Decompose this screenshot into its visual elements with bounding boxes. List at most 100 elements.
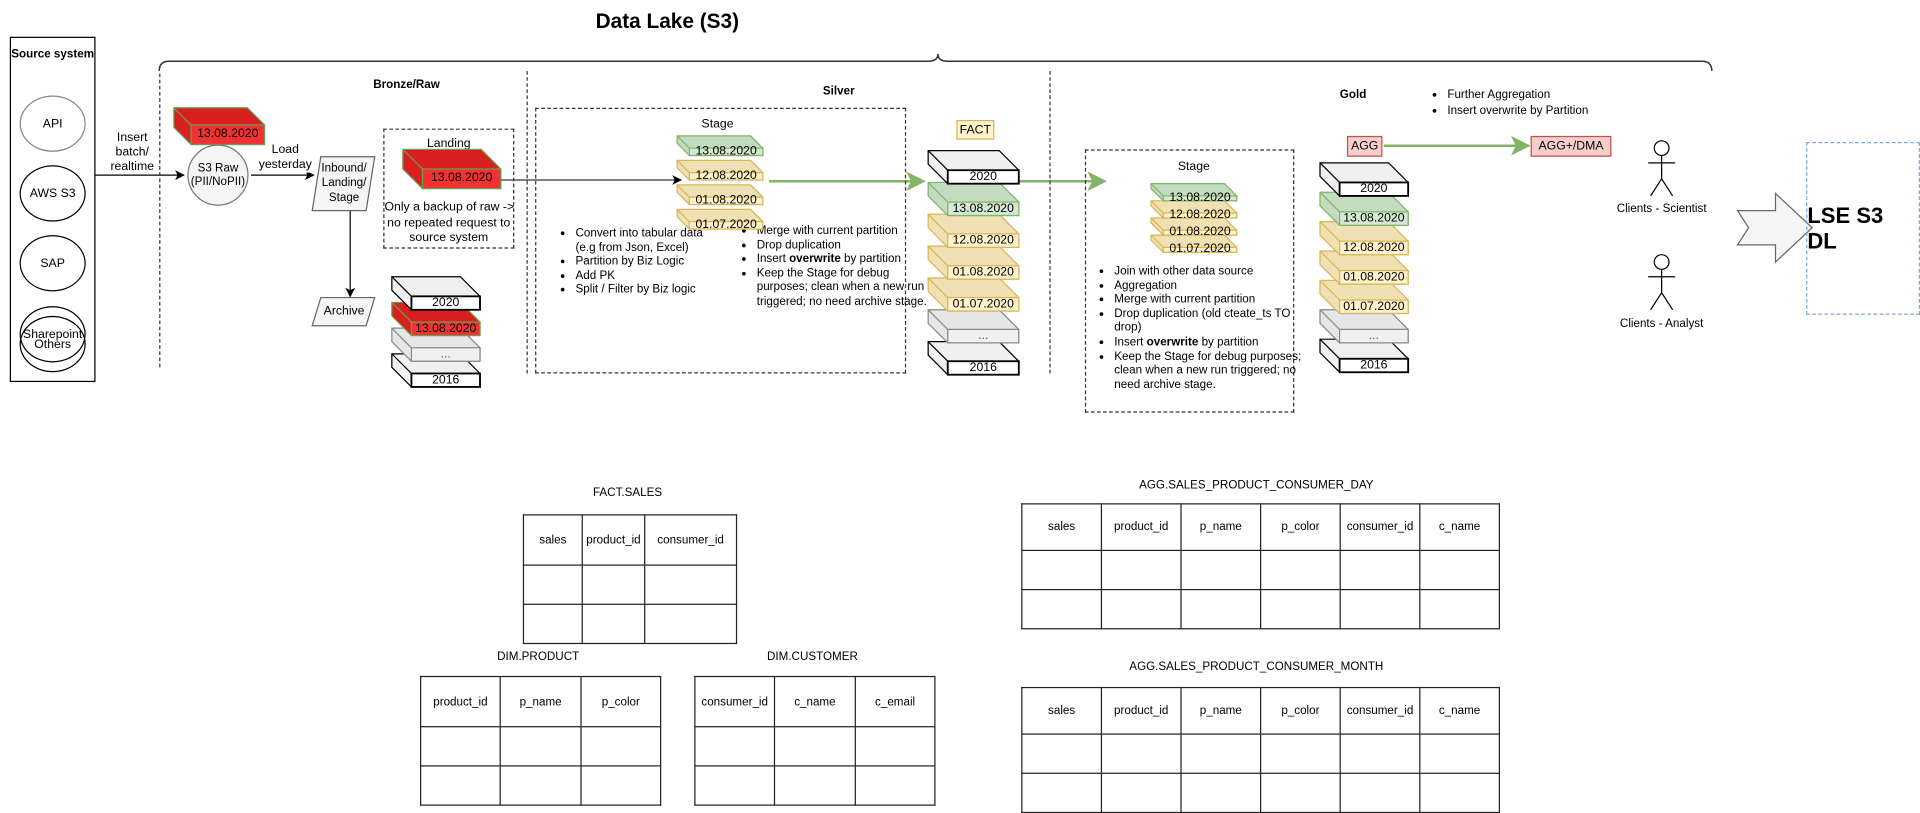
table-title: FACT.SALES: [592, 486, 663, 500]
partition-cube[interactable]: ...: [1319, 309, 1409, 344]
bullet-item: Drop duplication (old cteate_ts TO drop): [1114, 307, 1310, 335]
s3-raw-node[interactable]: S3 Raw(PII/NoPII): [187, 144, 249, 206]
bullet-item: Add PK: [576, 269, 723, 283]
bullet-item: Convert into tabular data (e.g from Json…: [576, 227, 723, 255]
agg-label[interactable]: AGG: [1346, 135, 1383, 157]
gold-stage-box: [1084, 149, 1295, 413]
partition-cube[interactable]: 01.08.2020: [927, 245, 1020, 280]
partition-cube[interactable]: 13.08.2020: [676, 135, 764, 158]
source-sap[interactable]: SAP: [19, 235, 86, 292]
table-title: AGG.SALES_PRODUCT_CONSUMER_MONTH: [1129, 660, 1384, 674]
source-api[interactable]: API: [19, 95, 86, 152]
column-header: p_name: [499, 675, 582, 728]
partition-cube[interactable]: 2016: [1319, 338, 1410, 374]
edge-text: batch/: [115, 145, 149, 160]
table-cell: [1260, 733, 1341, 774]
partition-cube[interactable]: 2016: [391, 353, 481, 388]
partition-label: 13.08.2020: [197, 127, 259, 141]
cube-shape: [391, 327, 481, 362]
cube-shape: [391, 353, 481, 388]
fact-label[interactable]: FACT: [956, 120, 995, 140]
cube-shape: [927, 213, 1020, 248]
source-aws-s3[interactable]: AWS S3: [19, 165, 86, 222]
partition-cube[interactable]: 13.08.2020: [391, 301, 481, 337]
partition-label: 2016: [432, 372, 460, 387]
edge-text: Insert: [116, 131, 148, 145]
table-cell: [1100, 588, 1182, 630]
cube-shape: [1319, 338, 1410, 374]
silver-bullets-right: Merge with current partitionDrop duplica…: [740, 224, 929, 308]
bullet-text: Merge with current partition: [756, 224, 898, 238]
partition-cube[interactable]: 01.07.2020: [1150, 234, 1238, 255]
bullet-text: Join with other data source: [1114, 264, 1254, 278]
column-header: product_id: [420, 675, 501, 728]
partition-label: 01.08.2020: [695, 193, 757, 207]
partition-label: 13.08.2020: [1169, 191, 1231, 205]
partition-cube[interactable]: ...: [927, 309, 1020, 344]
client-analyst-label: Clients - Analyst: [1619, 317, 1704, 331]
bullet-item: Partition by Biz Logic: [576, 255, 723, 269]
cube-shape: [927, 309, 1020, 344]
table-cell: [1021, 772, 1103, 813]
partition-label: 13.08.2020: [1343, 211, 1405, 225]
agg-dma-label[interactable]: AGG+/DMA: [1530, 135, 1612, 157]
raw-partition-cube[interactable]: 13.08.2020: [173, 107, 266, 146]
partition-cube[interactable]: 01.08.2020: [676, 184, 764, 207]
partition-cube[interactable]: 13.08.2020: [1150, 183, 1238, 205]
partition-cube[interactable]: 13.08.2020: [927, 181, 1020, 217]
cube-shape: [676, 159, 764, 181]
inbound-label: Inbound/Landing/Stage: [316, 162, 372, 206]
column-header: product_id: [1100, 686, 1182, 735]
partition-label: 12.08.2020: [1343, 240, 1405, 255]
partition-cube[interactable]: 2020: [391, 276, 481, 311]
cube-shape: [402, 148, 502, 190]
table-cell: [1339, 588, 1421, 630]
landing-note: Only a backup of raw ->no repeated reque…: [384, 201, 514, 247]
s3-raw-sublabel: (PII/NoPII): [190, 175, 246, 189]
table-cell: [773, 765, 856, 806]
cube-shape: [927, 277, 1020, 312]
cube-shape: [676, 184, 764, 206]
partition-cube[interactable]: 01.07.2020: [676, 208, 764, 231]
column-header: consumer_id: [1339, 686, 1421, 735]
cube-shape: [1319, 162, 1410, 197]
partition-cube[interactable]: 01.07.2020: [1319, 279, 1409, 315]
partition-cube[interactable]: ...: [391, 327, 481, 362]
table-cell: [1021, 733, 1103, 774]
table-cell: [1419, 733, 1501, 774]
partition-cube[interactable]: 2020: [1319, 162, 1410, 197]
data-lake-brace: [158, 53, 1713, 72]
source-others[interactable]: Others: [19, 315, 86, 373]
partition-cube[interactable]: 01.07.2020: [927, 277, 1020, 312]
cube-shape: [391, 301, 481, 337]
inbound-text: Landing/: [321, 176, 367, 190]
edge-text: Load: [271, 143, 299, 157]
cube-shape: [1319, 221, 1409, 256]
partition-label: ...: [440, 347, 451, 361]
table-cell: [522, 564, 583, 605]
table-cell: [581, 603, 646, 645]
column-header: product_id: [1100, 503, 1182, 552]
partition-cube[interactable]: 12.08.2020: [1319, 221, 1409, 256]
partition-cube[interactable]: 2016: [927, 341, 1020, 376]
partition-label: 13.08.2020: [695, 144, 757, 158]
landing-partition-cube[interactable]: 13.08.2020: [402, 148, 502, 190]
partition-cube[interactable]: 12.08.2020: [927, 213, 1020, 248]
inbound-text: Stage: [328, 191, 360, 205]
table-row: [694, 765, 936, 806]
partition-cube[interactable]: 01.08.2020: [1150, 217, 1238, 238]
partition-cube[interactable]: 01.08.2020: [1319, 250, 1409, 285]
partition-cube[interactable]: 2020: [927, 150, 1020, 185]
table-cell: [580, 726, 662, 767]
partition-label: 2016: [969, 360, 997, 375]
table-cell: [694, 726, 776, 767]
lse-s3-dl-target[interactable]: LSE S3 DL: [1806, 142, 1920, 315]
partition-cube[interactable]: 12.08.2020: [676, 159, 764, 182]
partition-cube[interactable]: 13.08.2020: [1319, 191, 1409, 226]
